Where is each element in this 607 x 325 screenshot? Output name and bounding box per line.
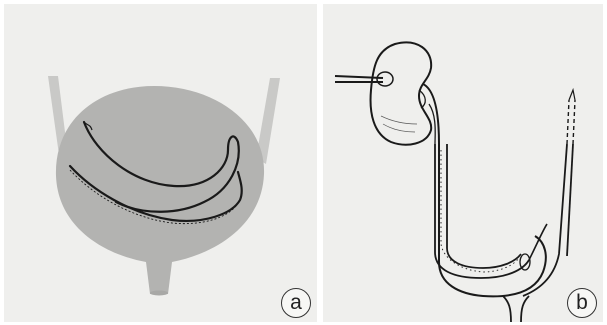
panel-b-background [323, 4, 603, 322]
panel-label-a: a [281, 288, 311, 318]
panel-b: b [323, 4, 603, 322]
urinary-tract-illustration [323, 4, 603, 322]
bladder-outlet [150, 291, 168, 296]
panel-label-b: b [567, 288, 597, 318]
panel-a: a [4, 4, 317, 322]
bladder-illustration [4, 4, 317, 322]
